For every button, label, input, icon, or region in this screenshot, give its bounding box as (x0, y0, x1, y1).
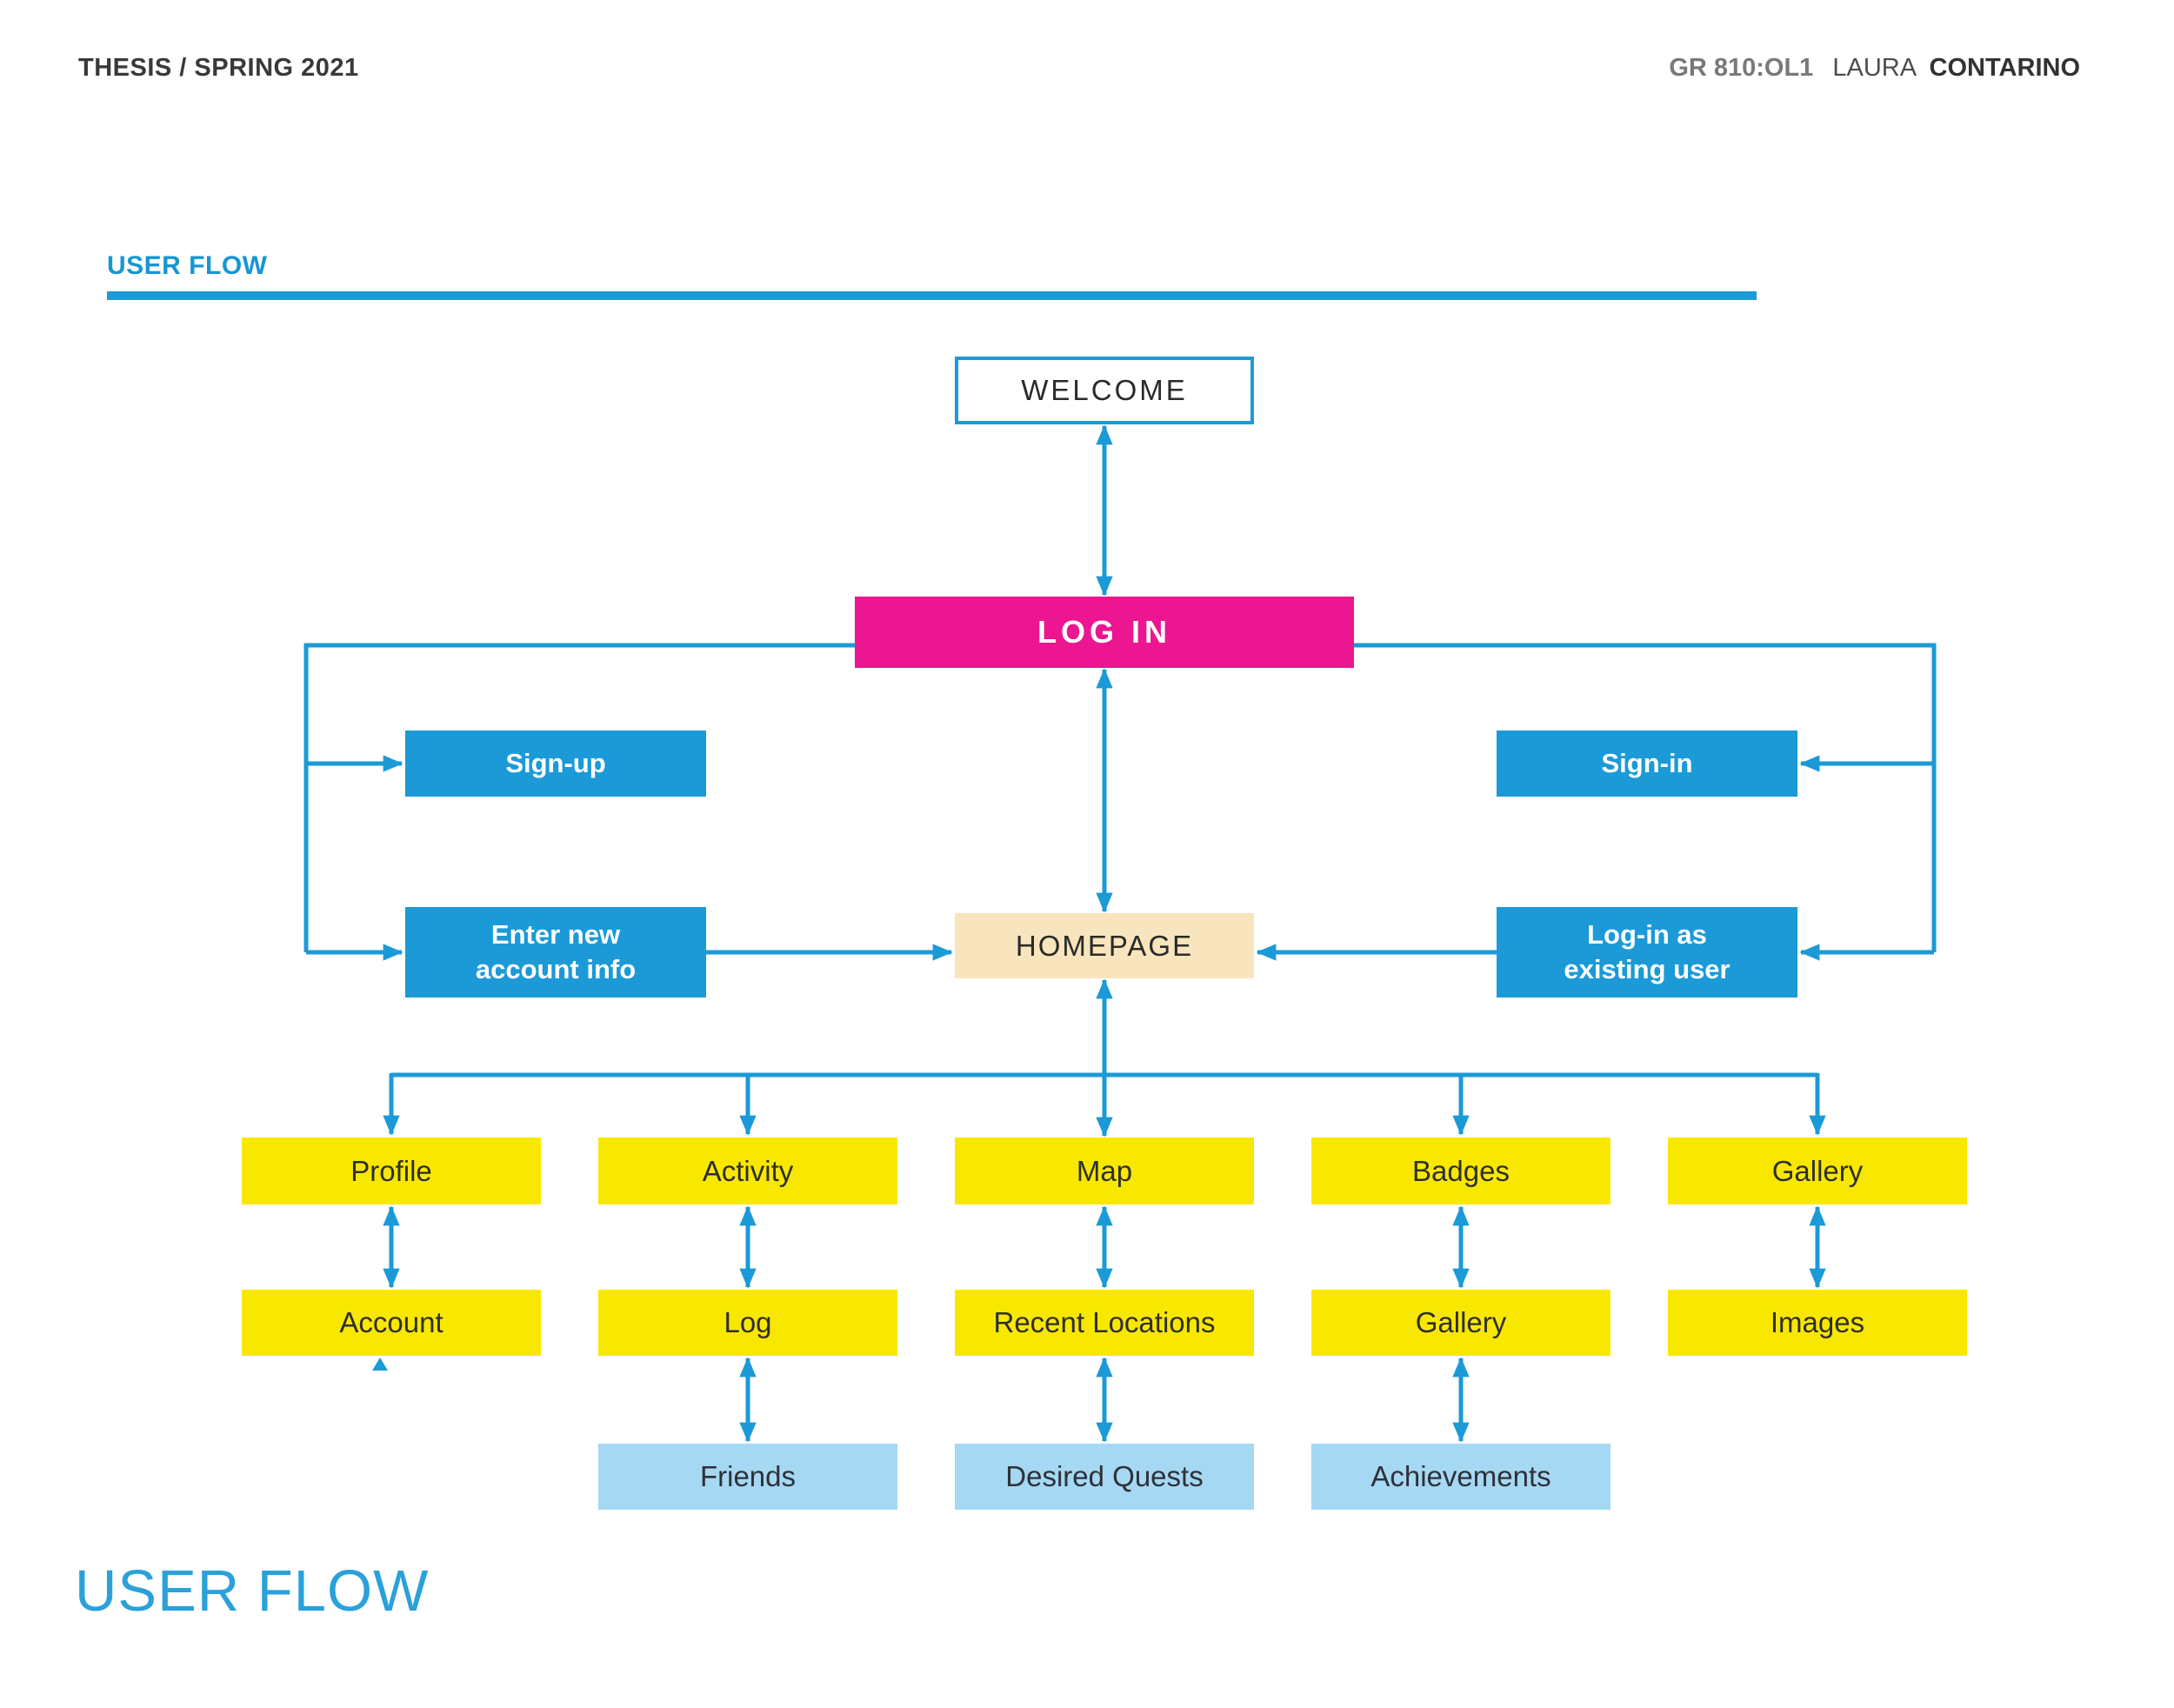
node-login: LOG IN (855, 597, 1354, 668)
header-course-term: THESIS / SPRING 2021 (78, 54, 359, 82)
node-gallery-sub: Gallery (1311, 1290, 1610, 1356)
stub-arrowhead (372, 1358, 388, 1371)
node-gallery: Gallery (1668, 1138, 1967, 1204)
node-badges: Badges (1311, 1138, 1610, 1204)
course-code: GR 810:OL1 (1669, 54, 1814, 82)
node-sign-up: Sign-up (405, 731, 706, 797)
section-label: USER FLOW (107, 251, 268, 280)
node-map: Map (955, 1138, 1254, 1204)
page-title: USER FLOW (75, 1558, 430, 1624)
node-desired-quests: Desired Quests (955, 1444, 1254, 1510)
node-profile: Profile (242, 1138, 541, 1204)
author-last-name: CONTARINO (1929, 54, 2080, 82)
node-log: Log (598, 1290, 897, 1356)
node-account: Account (242, 1290, 541, 1356)
header-author: GR 810:OL1 LAURA CONTARINO (1669, 54, 2080, 83)
node-images: Images (1668, 1290, 1967, 1356)
node-friends: Friends (598, 1444, 897, 1510)
node-sign-in: Sign-in (1497, 731, 1797, 797)
node-activity: Activity (598, 1138, 897, 1204)
node-recent-locations: Recent Locations (955, 1290, 1254, 1356)
node-homepage: HOMEPAGE (955, 913, 1254, 978)
node-achievements: Achievements (1311, 1444, 1610, 1510)
author-first-name: LAURA (1832, 54, 1916, 82)
node-welcome: WELCOME (955, 357, 1254, 424)
section-underline (107, 291, 1757, 300)
